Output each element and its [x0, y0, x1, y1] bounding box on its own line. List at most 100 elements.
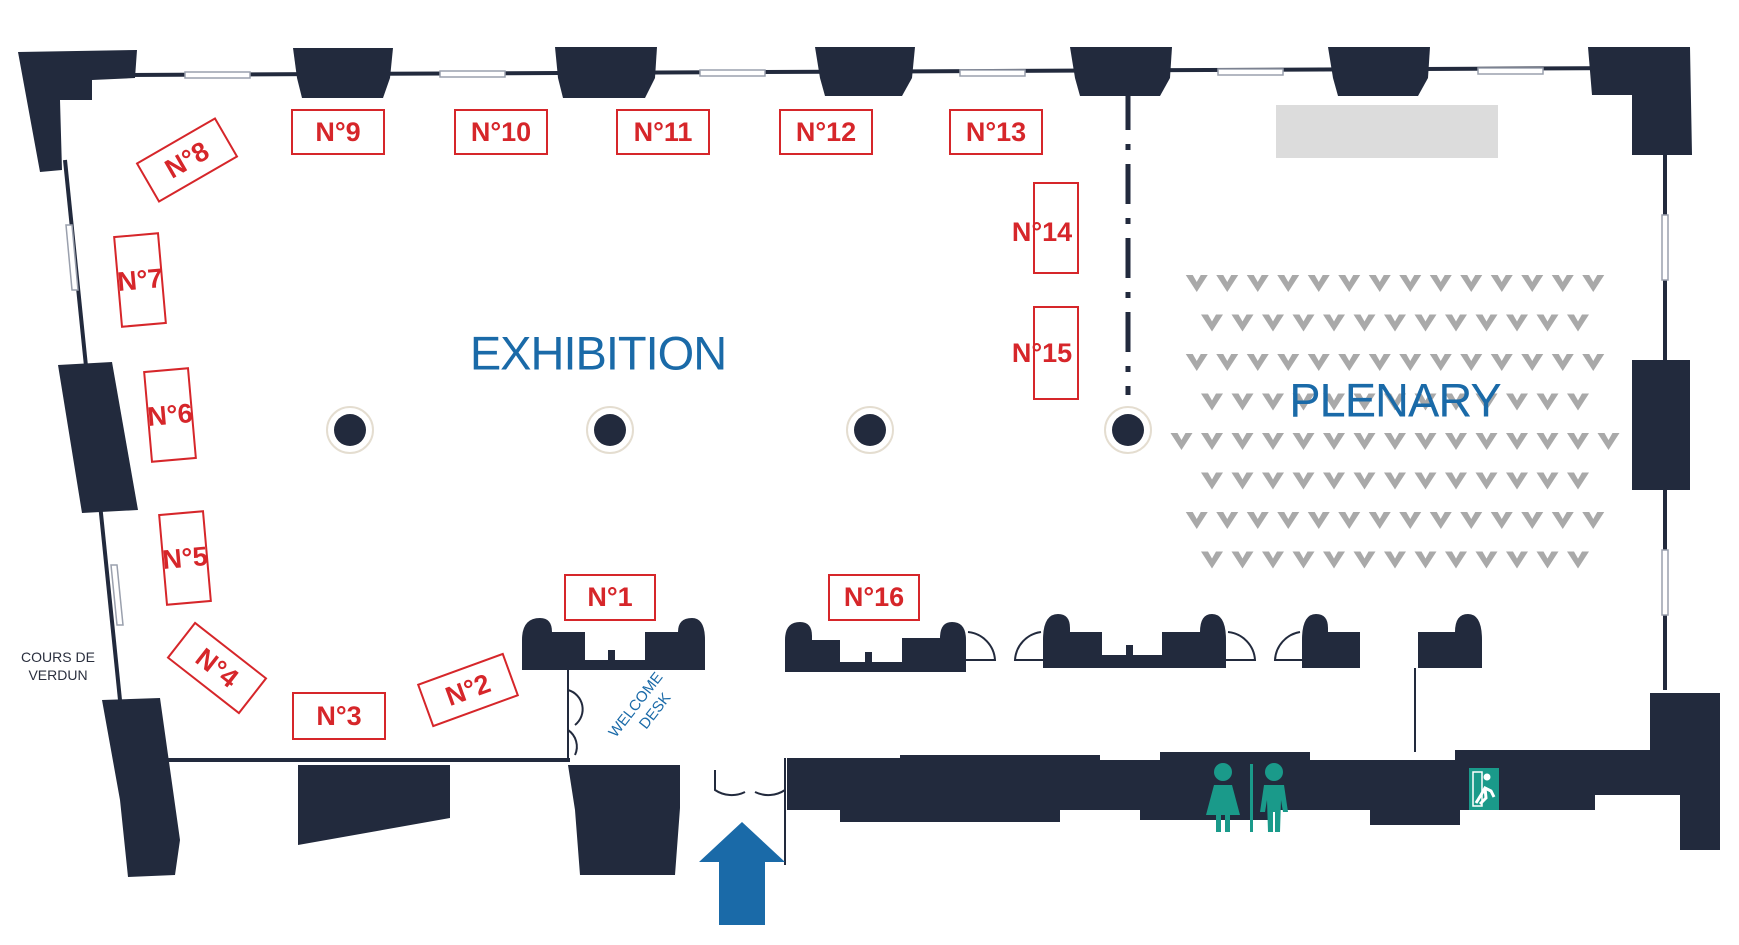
seat	[1429, 512, 1452, 529]
seat	[1551, 275, 1574, 292]
street-label-line-2: VERDUN	[28, 667, 87, 683]
seat	[1185, 354, 1208, 371]
seat	[1262, 314, 1284, 332]
booth-16-label: N°16	[844, 582, 904, 612]
seat	[1368, 275, 1391, 292]
seat	[1338, 275, 1361, 292]
seat	[1521, 512, 1544, 529]
booth-11[interactable]: N°11	[616, 109, 710, 155]
booth-5[interactable]: N°5	[158, 510, 212, 606]
booth-12[interactable]: N°12	[779, 109, 873, 155]
booth-10[interactable]: N°10	[454, 109, 548, 155]
seat	[1353, 472, 1376, 490]
seat	[1384, 433, 1406, 450]
seat	[1201, 393, 1223, 411]
seat	[1307, 275, 1330, 292]
inner-walls	[522, 614, 1482, 797]
seat	[1323, 551, 1345, 569]
booth-15[interactable]: N°15	[1012, 306, 1079, 400]
booth-7[interactable]: N°7	[113, 232, 167, 328]
booth-1[interactable]: N°1	[564, 574, 656, 621]
seat	[1475, 472, 1498, 490]
seat	[1292, 472, 1315, 490]
column-1	[326, 406, 374, 454]
seat	[1201, 433, 1223, 450]
seat	[1307, 512, 1330, 529]
seat	[1582, 275, 1605, 292]
seat	[1338, 354, 1361, 371]
booth-13[interactable]: N°13	[949, 109, 1043, 155]
seat	[1414, 472, 1437, 490]
emergency-exit-icon	[1469, 768, 1499, 810]
seat	[1338, 512, 1361, 529]
seat	[1521, 354, 1544, 371]
seat	[1536, 314, 1559, 332]
seat	[1307, 354, 1330, 371]
plenary-seating	[1170, 275, 1620, 569]
seat	[1445, 393, 1467, 411]
seat	[1246, 275, 1269, 292]
seat	[1216, 354, 1239, 371]
seat	[1490, 354, 1513, 371]
seat	[1292, 314, 1315, 332]
restroom-icon	[1206, 763, 1288, 832]
seat	[1353, 433, 1376, 450]
seat	[1475, 314, 1498, 332]
seat	[1384, 472, 1406, 490]
booth-14[interactable]: N°14	[1012, 182, 1079, 274]
seat	[1384, 314, 1406, 332]
booth-9-label: N°9	[315, 117, 360, 147]
seat	[1216, 512, 1239, 529]
booth-5-label: N°5	[161, 541, 209, 575]
seat	[1277, 354, 1300, 371]
seat	[1445, 433, 1467, 450]
seat	[1551, 512, 1574, 529]
seat	[1231, 393, 1254, 411]
booth-4[interactable]: N°4	[166, 621, 268, 715]
seat	[1277, 512, 1300, 529]
stage-screen	[1276, 105, 1498, 158]
seat	[1323, 393, 1345, 411]
seat	[1292, 433, 1315, 450]
booth-14-label: N°14	[1012, 217, 1072, 247]
booths: N°1 N°2 N°3 N°4 N°5 N°6 N°7 N°8	[113, 109, 1079, 740]
booth-13-label: N°13	[966, 117, 1026, 147]
booth-6[interactable]: N°6	[143, 367, 197, 463]
seat	[1536, 433, 1559, 450]
seat	[1475, 433, 1498, 450]
seat	[1506, 433, 1528, 450]
column-2	[586, 406, 634, 454]
column-3	[846, 406, 894, 454]
booth-9[interactable]: N°9	[291, 109, 385, 155]
booth-2[interactable]: N°2	[416, 652, 520, 728]
seat	[1414, 433, 1437, 450]
seat	[1414, 551, 1437, 569]
seat	[1429, 275, 1452, 292]
seat	[1384, 393, 1406, 411]
seat	[1201, 314, 1223, 332]
seat	[1460, 512, 1483, 529]
outer-walls	[18, 47, 1720, 877]
seat	[1353, 393, 1376, 411]
seat	[1536, 551, 1559, 569]
booth-16[interactable]: N°16	[828, 574, 920, 621]
seat	[1414, 393, 1437, 411]
booth-10-label: N°10	[471, 117, 531, 147]
seat	[1262, 551, 1284, 569]
seat	[1521, 275, 1544, 292]
seat	[1460, 354, 1483, 371]
columns	[326, 406, 1152, 454]
seat	[1201, 472, 1223, 490]
seat	[1597, 433, 1620, 450]
booth-3[interactable]: N°3	[292, 692, 386, 740]
seat	[1567, 551, 1589, 569]
booth-6-label: N°6	[146, 398, 194, 432]
seat	[1246, 512, 1269, 529]
seat	[1399, 275, 1422, 292]
booth-8[interactable]: N°8	[135, 117, 239, 203]
seat	[1262, 472, 1284, 490]
seat	[1445, 314, 1467, 332]
seat	[1445, 472, 1467, 490]
seat	[1262, 393, 1284, 411]
seat	[1506, 393, 1528, 411]
